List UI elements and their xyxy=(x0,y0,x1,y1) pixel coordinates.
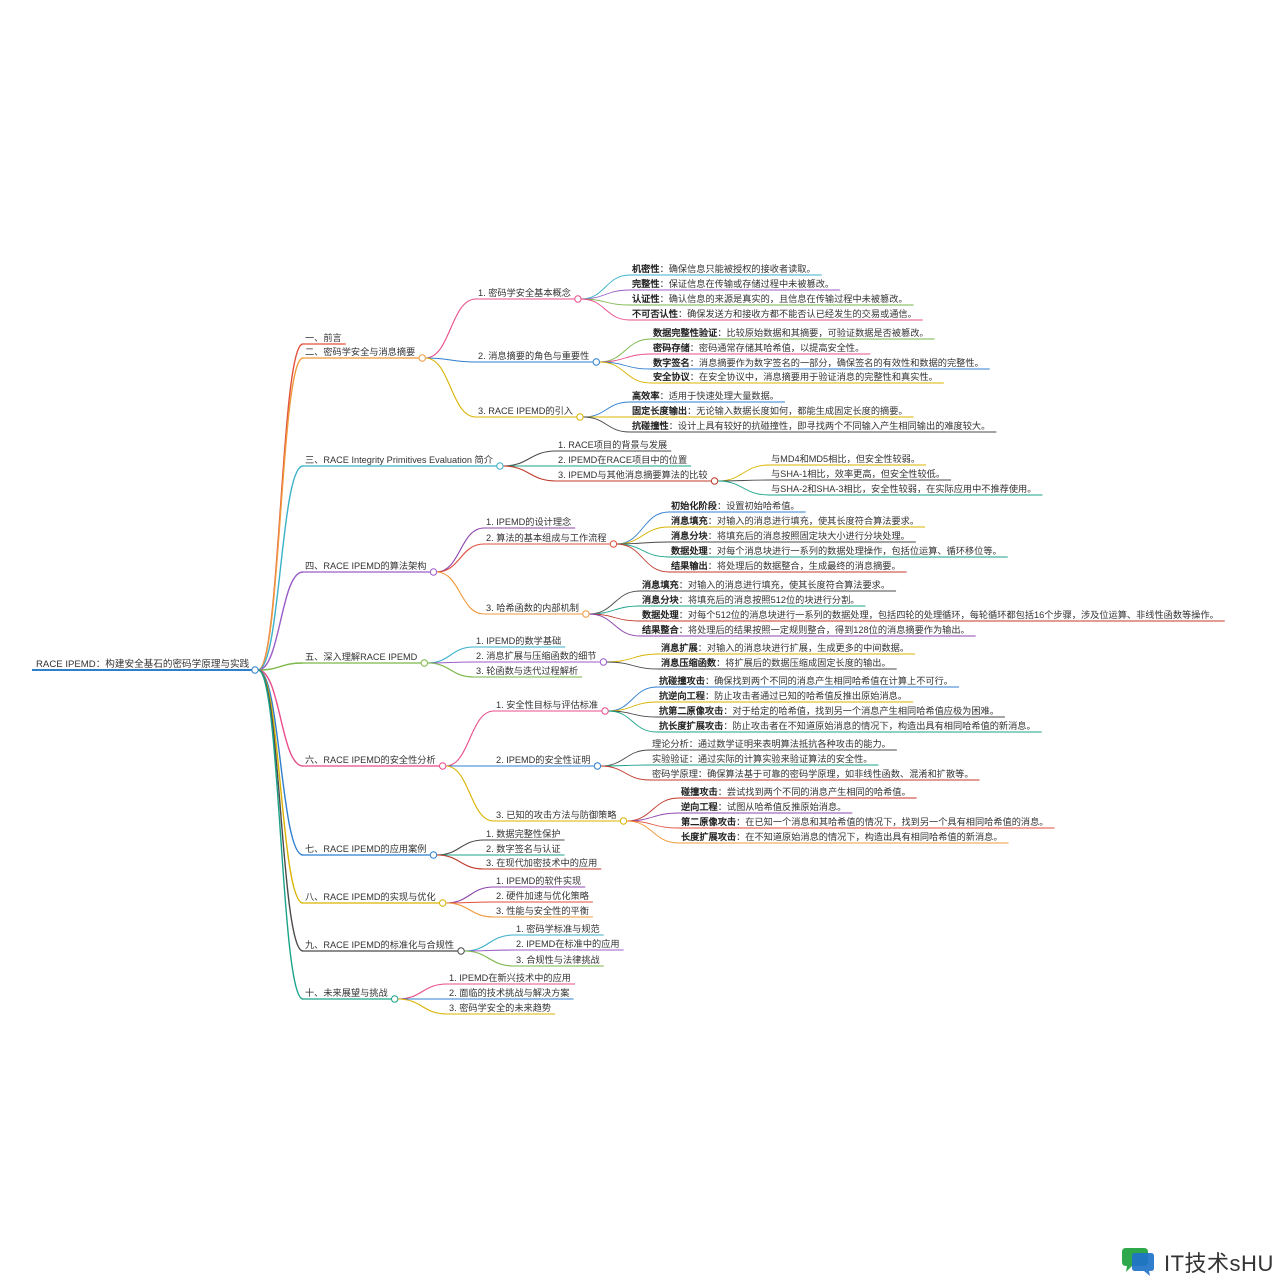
subtopic-node-label: 1. IPEMD的数学基础 xyxy=(476,635,561,646)
subtopic-node-label: 1. IPEMD的设计理念 xyxy=(486,516,571,527)
leaf-node-label: 碰撞攻击：尝试找到两个不同的消息产生相同的哈希值。 xyxy=(681,786,911,797)
leaf-node-label: 数据完整性验证：比较原始数据和其摘要，可验证数据是否被篡改。 xyxy=(652,327,929,338)
leaf-node-label: 密码存储：密码通常存储其哈希值，以提高安全性。 xyxy=(652,342,864,353)
subtopic-node-label: 2. IPEMD的安全性证明 xyxy=(496,754,590,765)
leaf-node-label: 与MD4和MD5相比，但安全性较弱。 xyxy=(771,453,920,464)
section-node-label: 九、RACE IPEMD的标准化与合规性 xyxy=(305,939,454,950)
leaf-node-label: 结果输出：将处理后的数据整合，生成最终的消息摘要。 xyxy=(670,560,901,571)
section-node-label: 一、前言 xyxy=(305,332,342,343)
section-node-label: 八、RACE IPEMD的实现与优化 xyxy=(305,891,436,902)
chat-bubble-logo-icon xyxy=(1118,1246,1158,1278)
subtopic-node-label: 1. IPEMD的软件实现 xyxy=(496,875,581,886)
subtopic-node-label: 3. 性能与安全性的平衡 xyxy=(496,905,589,916)
subtopic-node-label: 2. 算法的基本组成与工作流程 xyxy=(486,532,606,543)
subtopic-node-label: 3. IPEMD与其他消息摘要算法的比较 xyxy=(558,469,708,480)
leaf-node-label: 实验验证：通过实际的计算实验来验证算法的安全性。 xyxy=(652,753,873,764)
leaf-node-label: 抗碰撞攻击：确保找到两个不同的消息产生相同哈希值在计算上不可行。 xyxy=(659,675,953,686)
leaf-node-label: 抗逆向工程：防止攻击者通过已知的哈希值反推出原始消息。 xyxy=(659,690,907,701)
section-node-label: 三、RACE Integrity Primitives Evaluation 简… xyxy=(305,454,493,465)
section-node-label: 二、密码学安全与消息摘要 xyxy=(305,346,415,357)
leaf-node-label: 消息填充：对输入的消息进行填充，使其长度符合算法要求。 xyxy=(671,515,919,526)
subtopic-node-label: 1. 安全性目标与评估标准 xyxy=(496,699,598,710)
leaf-node-label: 消息压缩函数：将扩展后的数据压缩成固定长度的输出。 xyxy=(661,657,891,668)
subtopic-node-label: 2. 面临的技术挑战与解决方案 xyxy=(449,987,569,998)
subtopic-node-label: 3. 哈希函数的内部机制 xyxy=(486,602,579,613)
subtopic-node-label: 1. 密码学标准与规范 xyxy=(516,923,600,934)
section-node-label: 十、未来展望与挑战 xyxy=(305,987,388,998)
leaf-node-label: 固定长度输出：无论输入数据长度如何，都能生成固定长度的摘要。 xyxy=(632,405,908,416)
leaf-node-label: 消息分块：将填充后的消息按照固定块大小进行分块处理。 xyxy=(671,530,910,541)
subtopic-node-label: 1. 数据完整性保护 xyxy=(486,828,561,839)
leaf-node-label: 初始化阶段：设置初始哈希值。 xyxy=(671,500,800,511)
leaf-node-label: 高效率：适用于快速处理大量数据。 xyxy=(632,390,779,401)
subtopic-node-label: 1. IPEMD在新兴技术中的应用 xyxy=(449,972,571,983)
subtopic-node-label: 2. 硬件加速与优化策略 xyxy=(496,890,590,901)
subtopic-node-label: 1. 密码学安全基本概念 xyxy=(478,287,571,298)
subtopic-node-label: 2. 消息扩展与压缩函数的细节 xyxy=(476,650,596,661)
leaf-node-label: 抗碰撞性：设计上具有较好的抗碰撞性，即寻找两个不同输入产生相同输出的难度较大。 xyxy=(632,420,990,431)
leaf-node-label: 机密性：确保信息只能被授权的接收者读取。 xyxy=(632,263,816,274)
subtopic-node-label: 3. 在现代加密技术中的应用 xyxy=(486,857,597,868)
leaf-node-label: 消息填充：对输入的消息进行填充，使其长度符合算法要求。 xyxy=(642,579,890,590)
subtopic-node-label: 3. 轮函数与迭代过程解析 xyxy=(476,665,578,676)
leaf-node-label: 数字签名：消息摘要作为数字签名的一部分，确保签名的有效性和数据的完整性。 xyxy=(652,357,984,368)
section-node-label: 四、RACE IPEMD的算法架构 xyxy=(305,560,427,571)
leaf-node-label: 密码学原理：确保算法基于可靠的密码学原理，如非线性函数、混淆和扩散等。 xyxy=(652,768,974,779)
leaf-node-label: 消息分块：将填充后的消息按照512位的块进行分割。 xyxy=(642,594,859,605)
leaf-node-label: 数据处理：对每个消息块进行一系列的数据处理操作，包括位运算、循环移位等。 xyxy=(670,545,1002,556)
subtopic-node-label: 3. 已知的攻击方法与防御策略 xyxy=(496,809,617,820)
subtopic-node-label: 2. IPEMD在标准中的应用 xyxy=(516,938,620,949)
subtopic-node-label: 2. IPEMD在RACE项目中的位置 xyxy=(558,454,687,465)
subtopic-node-label: 3. RACE IPEMD的引入 xyxy=(478,405,573,416)
leaf-node-label: 第二原像攻击：在已知一个消息和其哈希值的情况下，找到另一个具有相同哈希值的消息。 xyxy=(681,816,1049,827)
leaf-node-label: 与SHA-2和SHA-3相比，安全性较弱，在实际应用中不推荐使用。 xyxy=(771,483,1036,494)
leaf-node-label: 完整性：保证信息在传输或存储过程中未被篡改。 xyxy=(632,278,834,289)
leaf-node-label: 抗第二原像攻击：对于给定的哈希值，找到另一个消息产生相同哈希值应极为困难。 xyxy=(659,705,999,716)
leaf-node-label: 抗长度扩展攻击：防止攻击者在不知道原始消息的情况下，构造出具有相同哈希值的新消息… xyxy=(659,720,1036,731)
leaf-node-label: 理论分析：通过数学证明来表明算法抵抗各种攻击的能力。 xyxy=(652,738,891,749)
subtopic-node-label: 2. 数字签名与认证 xyxy=(486,843,561,854)
leaf-node-label: 逆向工程：试图从哈希值反推原始消息。 xyxy=(681,801,846,812)
section-node-label: 五、深入理解RACE IPEMD xyxy=(305,651,418,662)
watermark-text: IT技术sHU xyxy=(1164,1251,1274,1276)
leaf-node-label: 数据处理：对每个512位的消息块进行一系列的数据处理，包括四轮的处理循环，每轮循… xyxy=(641,609,1219,620)
section-node-label: 七、RACE IPEMD的应用案例 xyxy=(305,843,427,854)
leaf-node-label: 不可否认性：确保发送方和接收方都不能否认已经发生的交易或通信。 xyxy=(632,308,917,319)
leaf-node-label: 结果整合：将处理后的结果按照一定规则整合，得到128位的消息摘要作为输出。 xyxy=(641,624,970,635)
leaf-node-label: 认证性：确认信息的来源是真实的，且信息在传输过程中未被篡改。 xyxy=(632,293,908,304)
nodes: RACE IPEMD：构建安全基石的密码学原理与实践 一、前言二、密码学安全与消息… xyxy=(36,263,1219,1013)
leaf-node-label: 消息扩展：对输入的消息块进行扩展，生成更多的中间数据。 xyxy=(661,642,909,653)
watermark: IT技术sHU xyxy=(1118,1244,1274,1280)
subtopic-node-label: 2. 消息摘要的角色与重要性 xyxy=(478,350,589,361)
leaf-node-label: 长度扩展攻击：在不知道原始消息的情况下，构造出具有相同哈希值的新消息。 xyxy=(681,831,1003,842)
connector-lines xyxy=(32,274,1225,1015)
section-node-label: 六、RACE IPEMD的安全性分析 xyxy=(305,754,436,765)
subtopic-node-label: 3. 密码学安全的未来趋势 xyxy=(449,1002,551,1013)
subtopic-node-label: 3. 合规性与法律挑战 xyxy=(516,954,600,965)
root-node-label: RACE IPEMD：构建安全基石的密码学原理与实践 xyxy=(36,658,250,670)
leaf-node-label: 与SHA-1相比，效率更高，但安全性较低。 xyxy=(771,468,945,479)
leaf-node-label: 安全协议：在安全协议中，消息摘要用于验证消息的完整性和真实性。 xyxy=(653,371,938,382)
subtopic-node-label: 1. RACE项目的背景与发展 xyxy=(558,439,667,450)
